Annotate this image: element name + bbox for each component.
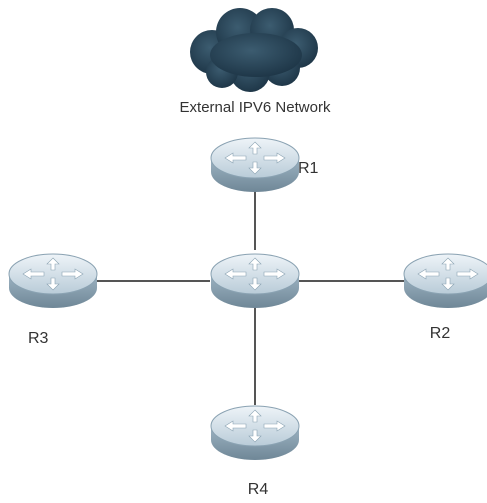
router-icon [8,253,98,309]
router-icon [403,253,487,309]
router-icon [210,253,300,309]
cloud-label: External IPV6 Network [180,99,331,116]
router-r4-label: R4 [248,481,269,498]
router-r1 [210,137,300,193]
router-r4 [210,405,300,461]
router-r2-label: R2 [430,325,451,342]
router-r2 [403,253,487,309]
cloud-icon [190,8,318,92]
router-r3-label: R3 [28,330,49,347]
links [95,190,405,405]
router-r3 [8,253,98,309]
router-center [210,253,300,309]
router-icon [210,405,300,461]
router-icon [210,137,300,193]
router-r1-label: R1 [298,160,319,177]
